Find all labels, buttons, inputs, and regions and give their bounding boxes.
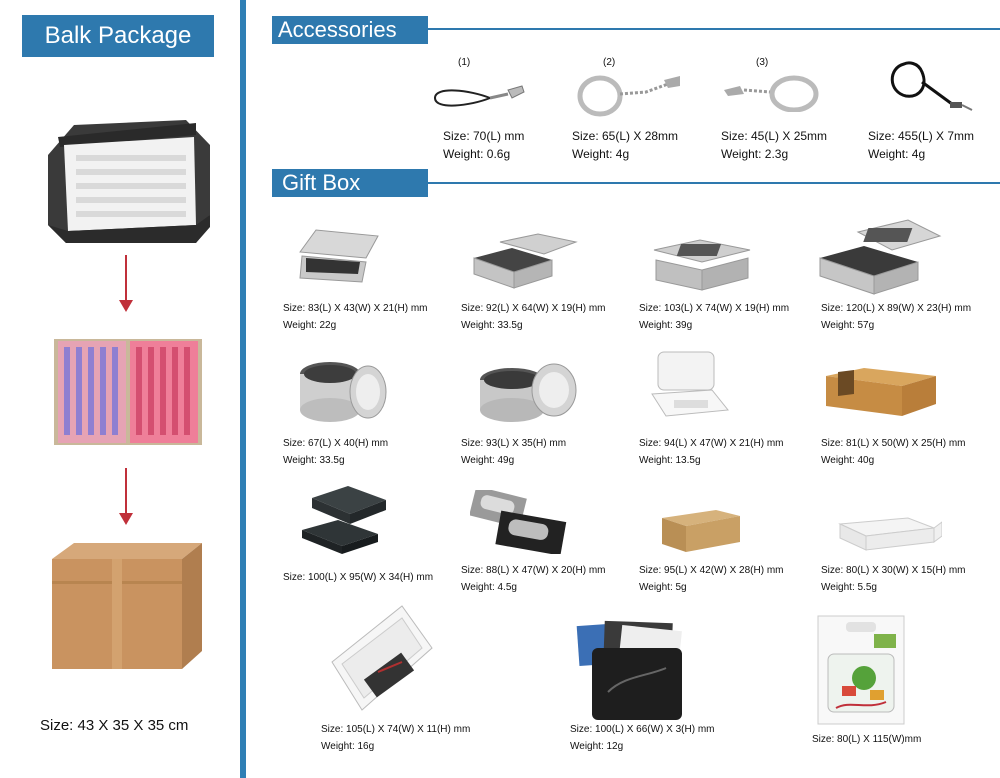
round-tin-small-image bbox=[300, 362, 387, 422]
accessories-header: Accessories bbox=[272, 16, 428, 44]
kraft-paper-box-image bbox=[662, 510, 740, 552]
accessory-1-size: Size: 70(L) mm bbox=[443, 129, 525, 143]
down-arrow-1 bbox=[125, 255, 127, 301]
accessory-4-weight: Weight: 4g bbox=[868, 147, 926, 161]
balk-package-title: Balk Package bbox=[44, 22, 192, 49]
foam-tray-image bbox=[54, 339, 202, 445]
giftbox-1-weight: Weight: 22g bbox=[283, 320, 337, 331]
giftbox-6-size: Size: 93(L) X 35(H) mm bbox=[461, 438, 567, 449]
giftbox-3-weight: Weight: 39g bbox=[639, 320, 693, 331]
accessory-1-number: (1) bbox=[458, 57, 471, 68]
giftbox-13-size: Size: 105(L) X 74(W) X 11(H) mm bbox=[321, 724, 471, 735]
giftbox-12-size: Size: 80(L) X 30(W) X 15(H) mm bbox=[821, 565, 966, 576]
accessory-2-size: Size: 65(L) X 28mm bbox=[572, 129, 679, 143]
accessory-2-weight: Weight: 4g bbox=[572, 147, 630, 161]
keyring-chain-icon bbox=[724, 75, 819, 112]
giftbox-9-size: Size: 100(L) X 95(W) X 34(H) mm bbox=[283, 572, 434, 583]
tin-box-large-image bbox=[819, 219, 942, 295]
giftbox-8-weight: Weight: 40g bbox=[821, 455, 875, 466]
giftbox-5-weight: Weight: 33.5g bbox=[283, 455, 345, 466]
column-divider bbox=[240, 0, 246, 778]
giftbox-7-size: Size: 94(L) X 47(W) X 21(H) mm bbox=[639, 438, 784, 449]
black-paper-box-image bbox=[302, 486, 386, 554]
window-sleeve-box-image bbox=[470, 490, 567, 554]
tin-box-window-image bbox=[653, 239, 751, 291]
giftbox-10-weight: Weight: 4.5g bbox=[461, 582, 517, 593]
neck-lanyard-icon bbox=[890, 61, 973, 111]
giftbox-7-weight: Weight: 13.5g bbox=[639, 455, 701, 466]
accessory-3-weight: Weight: 2.3g bbox=[721, 147, 789, 161]
accessory-2-number: (2) bbox=[603, 57, 616, 68]
closed-carton-image bbox=[52, 543, 202, 669]
giftbox-14-size: Size: 100(L) X 66(W) X 3(H) mm bbox=[570, 724, 715, 735]
round-tin-large-image bbox=[480, 363, 577, 422]
keyring-icon bbox=[577, 75, 680, 117]
leather-card-holder-image bbox=[576, 620, 682, 720]
accessory-4-size: Size: 455(L) X 7mm bbox=[868, 129, 975, 143]
down-arrow-2 bbox=[125, 468, 127, 514]
white-plastic-box-image bbox=[651, 351, 729, 417]
giftbox-3-size: Size: 103(L) X 74(W) X 19(H) mm bbox=[639, 303, 790, 314]
giftbox-2-size: Size: 92(L) X 64(W) X 19(H) mm bbox=[461, 303, 606, 314]
down-arrow-1-head bbox=[119, 300, 133, 312]
accessories-rule bbox=[428, 28, 1000, 30]
giftbox-6-weight: Weight: 49g bbox=[461, 455, 515, 466]
giftbox-4-weight: Weight: 57g bbox=[821, 320, 875, 331]
giftbox-14-weight: Weight: 12g bbox=[570, 741, 624, 752]
giftbox-5-size: Size: 67(L) X 40(H) mm bbox=[283, 438, 389, 449]
giftbox-12-weight: Weight: 5.5g bbox=[821, 582, 877, 593]
giftbox-8-size: Size: 81(L) X 50(W) X 25(H) mm bbox=[821, 438, 966, 449]
clear-card-box-image bbox=[331, 605, 433, 711]
giftbox-15-size: Size: 80(L) X 115(W)mm bbox=[812, 734, 922, 745]
strap-lanyard-icon bbox=[433, 85, 525, 107]
down-arrow-2-head bbox=[119, 513, 133, 525]
giftbox-11-weight: Weight: 5g bbox=[639, 582, 687, 593]
accessory-3-number: (3) bbox=[756, 57, 769, 68]
gift-box-header: Gift Box bbox=[272, 169, 428, 197]
giftbox-13-weight: Weight: 16g bbox=[321, 741, 375, 752]
gift-box-rule bbox=[428, 182, 1000, 184]
bamboo-box-image bbox=[826, 368, 936, 416]
tin-box-small-image bbox=[299, 229, 379, 283]
giftbox-10-size: Size: 88(L) X 47(W) X 20(H) mm bbox=[461, 565, 606, 576]
blister-pack-image bbox=[817, 615, 905, 725]
giftbox-4-size: Size: 120(L) X 89(W) X 23(H) mm bbox=[821, 303, 972, 314]
balk-package-header: Balk Package bbox=[22, 15, 214, 57]
giftbox-11-size: Size: 95(L) X 42(W) X 28(H) mm bbox=[639, 565, 784, 576]
accessory-1-weight: Weight: 0.6g bbox=[443, 147, 511, 161]
white-sleeve-box-image bbox=[838, 517, 942, 551]
tin-box-medium-image bbox=[473, 233, 578, 289]
balk-size-label: Size: 43 X 35 X 35 cm bbox=[40, 717, 189, 734]
open-carton-image bbox=[48, 120, 210, 243]
accessories-title: Accessories bbox=[278, 17, 397, 42]
giftbox-1-size: Size: 83(L) X 43(W) X 21(H) mm bbox=[283, 303, 428, 314]
giftbox-2-weight: Weight: 33.5g bbox=[461, 320, 523, 331]
accessory-3-size: Size: 45(L) X 25mm bbox=[721, 129, 828, 143]
gift-box-title: Gift Box bbox=[282, 170, 361, 195]
